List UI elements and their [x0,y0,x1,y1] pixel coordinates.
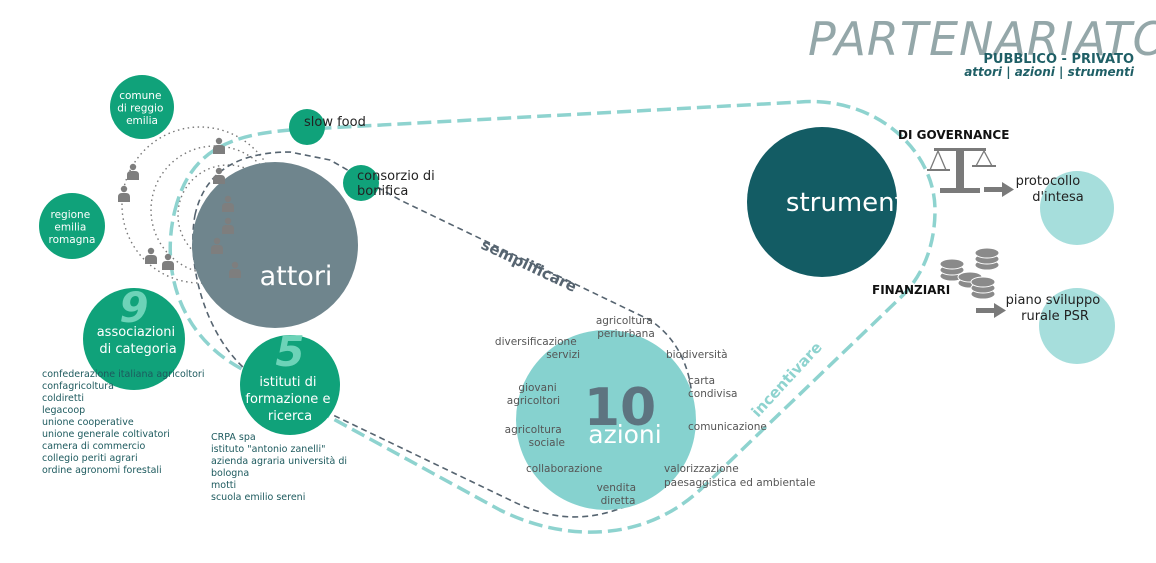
attori-circle [192,162,358,328]
comune-circle [110,75,174,139]
attori-label: attori [260,261,333,292]
azione-giovani: giovani agricoltori [507,382,560,407]
inner-dashed-loop [192,151,693,518]
slow-food-circle [289,109,325,145]
list-item: CRPA spa [211,432,256,443]
list-item: collegio periti agrari [42,453,138,464]
istituti-label: istituti di formazione e ricerca [245,375,334,424]
azione-collaborazione: collaborazione [526,463,602,475]
strumenti-label: strumenti [786,188,912,218]
associazioni-circle [83,288,185,390]
comune-label: comune di reggio emilia [117,90,166,127]
diagram-subtitle: PUBBLICO - PRIVATO [983,52,1134,67]
list-item: camera di commercio [42,441,146,452]
azione-agricoltura-periurbana: agricoltura periurbana [596,315,656,340]
list-item: confederazione italiana agricoltori [42,369,205,380]
outer-dashed-loop [168,99,937,534]
list-item: coldiretti [42,393,84,404]
list-item: legacoop [42,405,86,416]
coin-stack-icon [939,247,1000,300]
azione-diversificazione: diversificazione servizi [495,336,580,361]
consorzio-circle [343,165,379,201]
azioni-items: agricoltura periurbana diversificazione … [495,315,816,507]
azione-vendita: vendita diretta [597,482,640,507]
list-item: azienda agraria università di [211,456,348,467]
istituti-circle [240,335,340,435]
diagram-tagline: attori | azioni | strumenti [964,65,1134,79]
finanziari-label: FINANZIARI [872,283,950,297]
list-item: unione cooperative [42,417,134,428]
list-item: scuola emilio sereni [211,492,306,503]
azioni-number: 10 [584,378,656,438]
semplificare-label: semplificare [478,235,579,296]
governance-label: DI GOVERNANCE [898,128,1009,142]
regione-circle [39,193,105,259]
azioni-circle [516,330,696,510]
protocollo-label: protocollo d'intesa [1016,174,1085,205]
azione-carta: carta condivisa [688,375,737,400]
psr-label: piano sviluppo rurale PSR [1006,293,1105,324]
strumenti-circle [747,127,897,277]
azione-biodiversita: biodiversità [666,349,728,361]
azioni-label: azioni [588,420,661,449]
list-item: istituto "antonio zanelli" [211,444,326,455]
consorzio-label: consorzio di bonifica [357,169,439,199]
istituti-list: CRPA spa istituto "antonio zanelli" azie… [211,432,347,504]
azione-agricoltura-sociale: agricoltura sociale [505,424,565,449]
regione-label: regione emilia romagna [49,209,96,246]
azione-comunicazione: comunicazione [688,421,767,433]
balance-scale-icon [927,148,996,193]
list-item: unione generale coltivatori [42,429,170,440]
associazioni-count: 9 [119,283,148,332]
diagram-title: PARTENARIATO [808,12,1156,66]
associazioni-label: associazioni di categoria [97,325,180,357]
arrow-right-icon [984,182,1014,197]
list-item: bologna [211,468,250,479]
list-item: motti [211,480,237,491]
associazioni-list: confederazione italiana agricoltori conf… [42,369,204,477]
arrow-right-icon [976,303,1006,318]
list-item: confagricoltura [42,381,114,392]
list-item: ordine agronomi forestali [42,465,162,476]
psr-circle [1039,288,1115,364]
azione-valorizzazione: valorizzazione paesaggistica ed ambienta… [664,463,816,489]
istituti-count: 5 [275,327,304,376]
protocollo-circle [1040,171,1114,245]
slow-food-label: slow food [304,115,366,130]
